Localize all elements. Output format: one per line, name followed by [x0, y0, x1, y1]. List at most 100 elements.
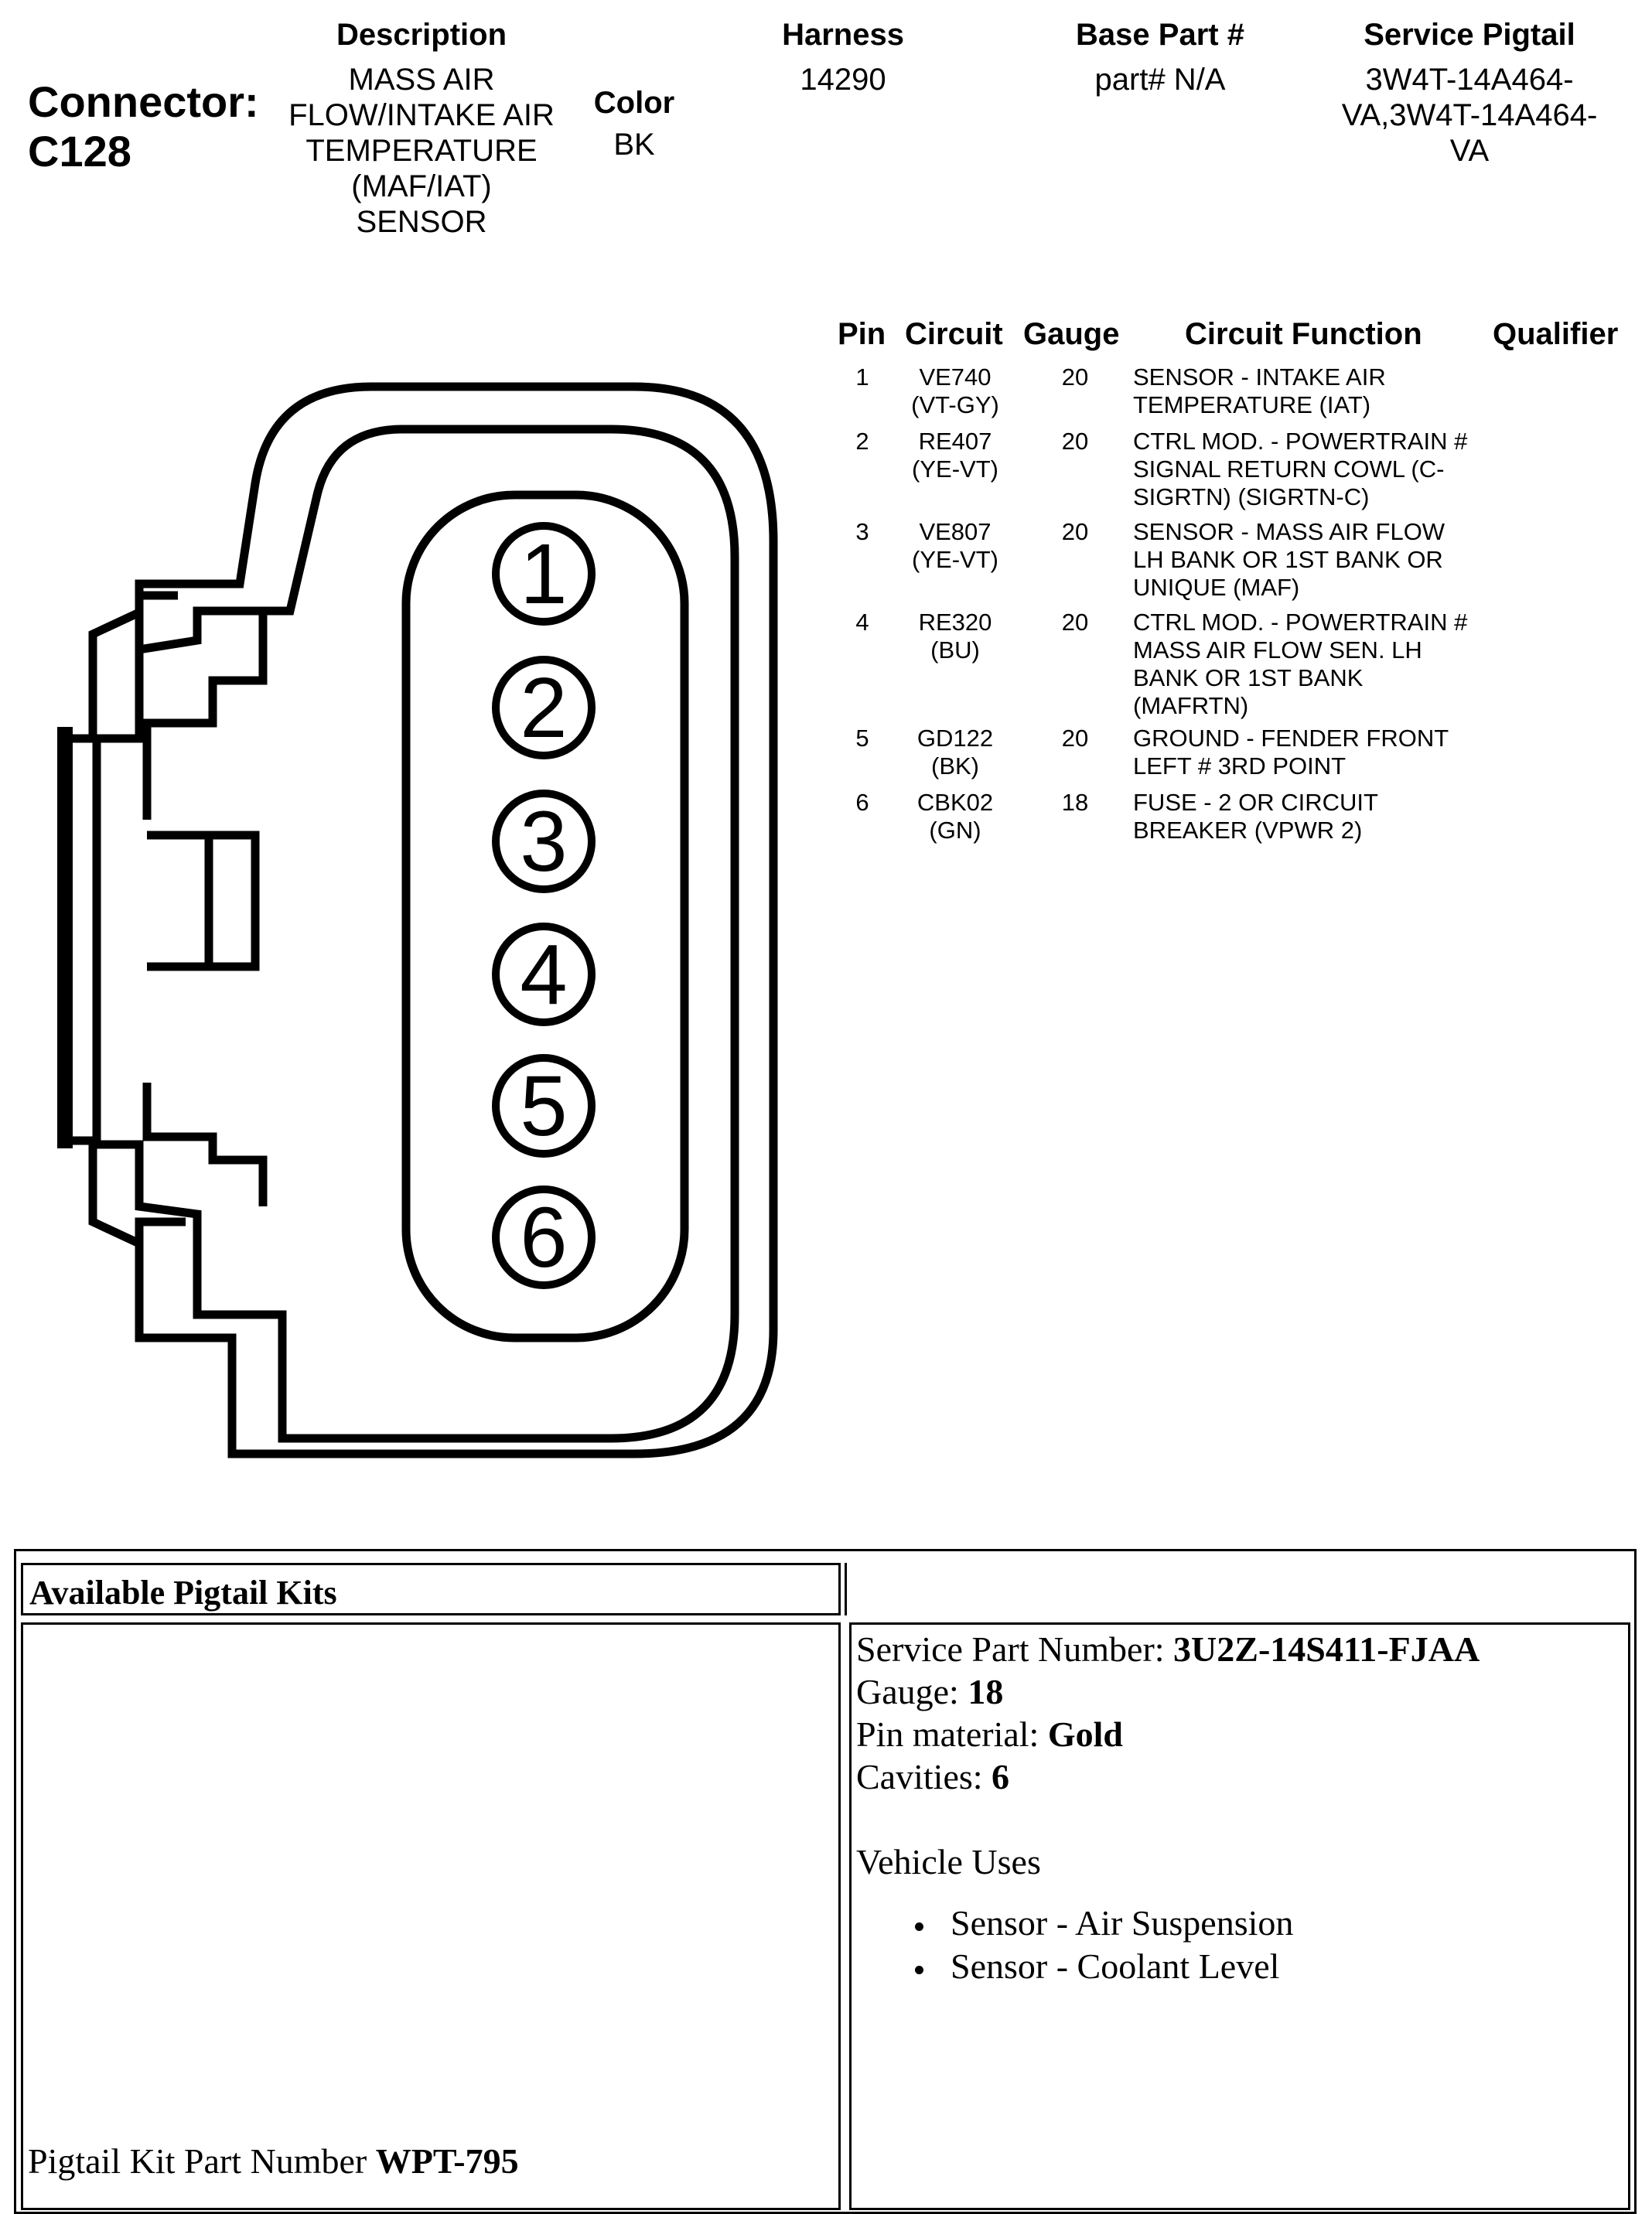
- cavities-label: Cavities:: [856, 1757, 992, 1796]
- connector-outer-shell: [59, 382, 778, 1458]
- circuit-header: Circuit: [905, 317, 1003, 351]
- connector-latch-bar: [57, 727, 73, 1148]
- gauge-line: Gauge: 18: [852, 1670, 1628, 1713]
- pin-number: 6: [855, 789, 869, 816]
- latch-detail: [142, 615, 268, 820]
- pigtail-kit-image-cell: [21, 1622, 841, 2210]
- gauge-value: 18: [968, 1672, 1004, 1711]
- service-part-value: 3U2Z-14S411-FJAA: [1173, 1629, 1480, 1669]
- connector-title: Connector: C128: [28, 77, 259, 176]
- description-line: MASS AIR: [348, 63, 495, 97]
- latch-detail: [135, 1217, 186, 1245]
- base-part-value: part# N/A: [1094, 63, 1226, 97]
- pin-number: 4: [855, 609, 869, 636]
- color-value: BK: [613, 128, 655, 162]
- wire-gauge: 20: [1061, 725, 1089, 752]
- service-part-label: Service Part Number:: [856, 1629, 1174, 1669]
- description-line: TEMPERATURE: [305, 134, 538, 168]
- circuit-function: CTRL MOD. - POWERTRAIN #MASS AIR FLOW SE…: [1133, 609, 1468, 719]
- pin-circle: [492, 1054, 596, 1158]
- latch-detail: [135, 591, 178, 665]
- wire-gauge: 20: [1061, 363, 1089, 391]
- cavities-line: Cavities: 6: [852, 1755, 1628, 1798]
- cavities-value: 6: [992, 1757, 1010, 1796]
- pin-label: 5: [520, 1059, 567, 1154]
- harness-column: Harness 14290: [735, 17, 951, 97]
- description-line: FLOW/INTAKE AIR: [288, 98, 555, 132]
- vehicle-uses-label: Vehicle Uses: [856, 1842, 1041, 1881]
- pin-circle: [492, 522, 596, 626]
- circuit-id: VE807(YE-VT): [912, 518, 998, 573]
- circuit-id: VE740(VT-GY): [911, 363, 999, 418]
- pigtail-kit-number-value: WPT-795: [375, 2141, 519, 2181]
- connector-label: Connector:: [28, 77, 259, 126]
- pin-circle: [492, 1185, 596, 1289]
- circuit-function-header: Circuit Function: [1185, 317, 1422, 351]
- pin-circles: 1 2 3 4 5 6: [492, 522, 596, 1289]
- vehicle-use-item: Sensor - Air Suspension: [915, 1902, 1628, 1945]
- wire-gauge: 20: [1061, 609, 1089, 636]
- pin-circle: [492, 923, 596, 1026]
- pin-label: 3: [520, 794, 567, 889]
- pin-label: 2: [520, 660, 567, 756]
- circuit-id: RE320(BU): [918, 609, 992, 664]
- qualifier-header: Qualifier: [1493, 317, 1619, 351]
- service-pigtail-column: Service Pigtail 3W4T-14A464-VA,3W4T-14A4…: [1299, 17, 1640, 169]
- connector-inner-shell: [92, 425, 739, 1443]
- gauge-header: Gauge: [1023, 317, 1120, 351]
- pin-label: 4: [520, 927, 567, 1022]
- pin-material-line: Pin material: Gold: [852, 1713, 1628, 1755]
- service-part-line: Service Part Number: 3U2Z-14S411-FJAA: [852, 1628, 1628, 1670]
- pigtail-kit-number-label: Pigtail Kit Part Number: [28, 2141, 376, 2181]
- bullet-icon: [915, 1922, 923, 1931]
- harness-value: 14290: [800, 63, 886, 97]
- pin-circle: [492, 656, 596, 759]
- pin-label: 6: [520, 1190, 567, 1285]
- pin-circle: [492, 790, 596, 893]
- wire-gauge: 20: [1061, 428, 1089, 455]
- description-line: (MAF/IAT): [351, 169, 492, 203]
- color-column: Color BK: [572, 85, 696, 162]
- circuit-function: CTRL MOD. - POWERTRAIN #SIGNAL RETURN CO…: [1133, 428, 1468, 510]
- circuit-id: CBK02(GN): [916, 789, 994, 844]
- pin-header: Pin: [838, 317, 886, 351]
- connector-id: C128: [28, 127, 131, 176]
- description-line: SENSOR: [356, 205, 487, 239]
- service-pigtail-line: VA,3W4T-14A464-: [1341, 98, 1598, 132]
- base-part-header: Base Part #: [1076, 18, 1244, 52]
- circuit-id: RE407(YE-VT): [912, 428, 998, 483]
- color-header: Color: [593, 86, 675, 120]
- bullet-icon: [915, 1966, 923, 1974]
- gauge-label: Gauge:: [856, 1672, 968, 1711]
- pin-cavity: [401, 490, 689, 1342]
- harness-header: Harness: [782, 18, 904, 52]
- pin-number: 1: [855, 363, 869, 391]
- pigtail-kit-number: Pigtail Kit Part Number WPT-795: [28, 2141, 519, 2182]
- wire-gauge: 18: [1061, 789, 1089, 816]
- pigtail-kit-title: Available Pigtail Kits: [21, 1563, 841, 1615]
- pigtail-kit-details: Service Part Number: 3U2Z-14S411-FJAA Ga…: [849, 1622, 1630, 2210]
- service-pigtail-line: VA: [1449, 134, 1490, 168]
- vehicle-use-item: Sensor - Coolant Level: [915, 1945, 1628, 1988]
- circuit-id: GD122(BK): [916, 725, 994, 780]
- pin-number: 3: [855, 518, 869, 545]
- service-pigtail-header: Service Pigtail: [1364, 18, 1575, 52]
- description-header: Description: [336, 18, 507, 52]
- pin-number: 5: [855, 725, 869, 752]
- pigtail-kit-header-spacer: [845, 1563, 1633, 1615]
- service-pigtail-line: 3W4T-14A464-: [1365, 63, 1574, 97]
- wire-gauge: 20: [1061, 518, 1089, 545]
- pin-label: 1: [520, 527, 567, 622]
- pin-material-label: Pin material:: [856, 1714, 1048, 1754]
- pin-number: 2: [855, 428, 869, 455]
- connector-diagram: 1 2 3 4 5 6: [57, 382, 778, 1458]
- pin-material-value: Gold: [1047, 1714, 1123, 1754]
- service-pigtail-value: 3W4T-14A464-VA,3W4T-14A464-VA: [1299, 62, 1640, 169]
